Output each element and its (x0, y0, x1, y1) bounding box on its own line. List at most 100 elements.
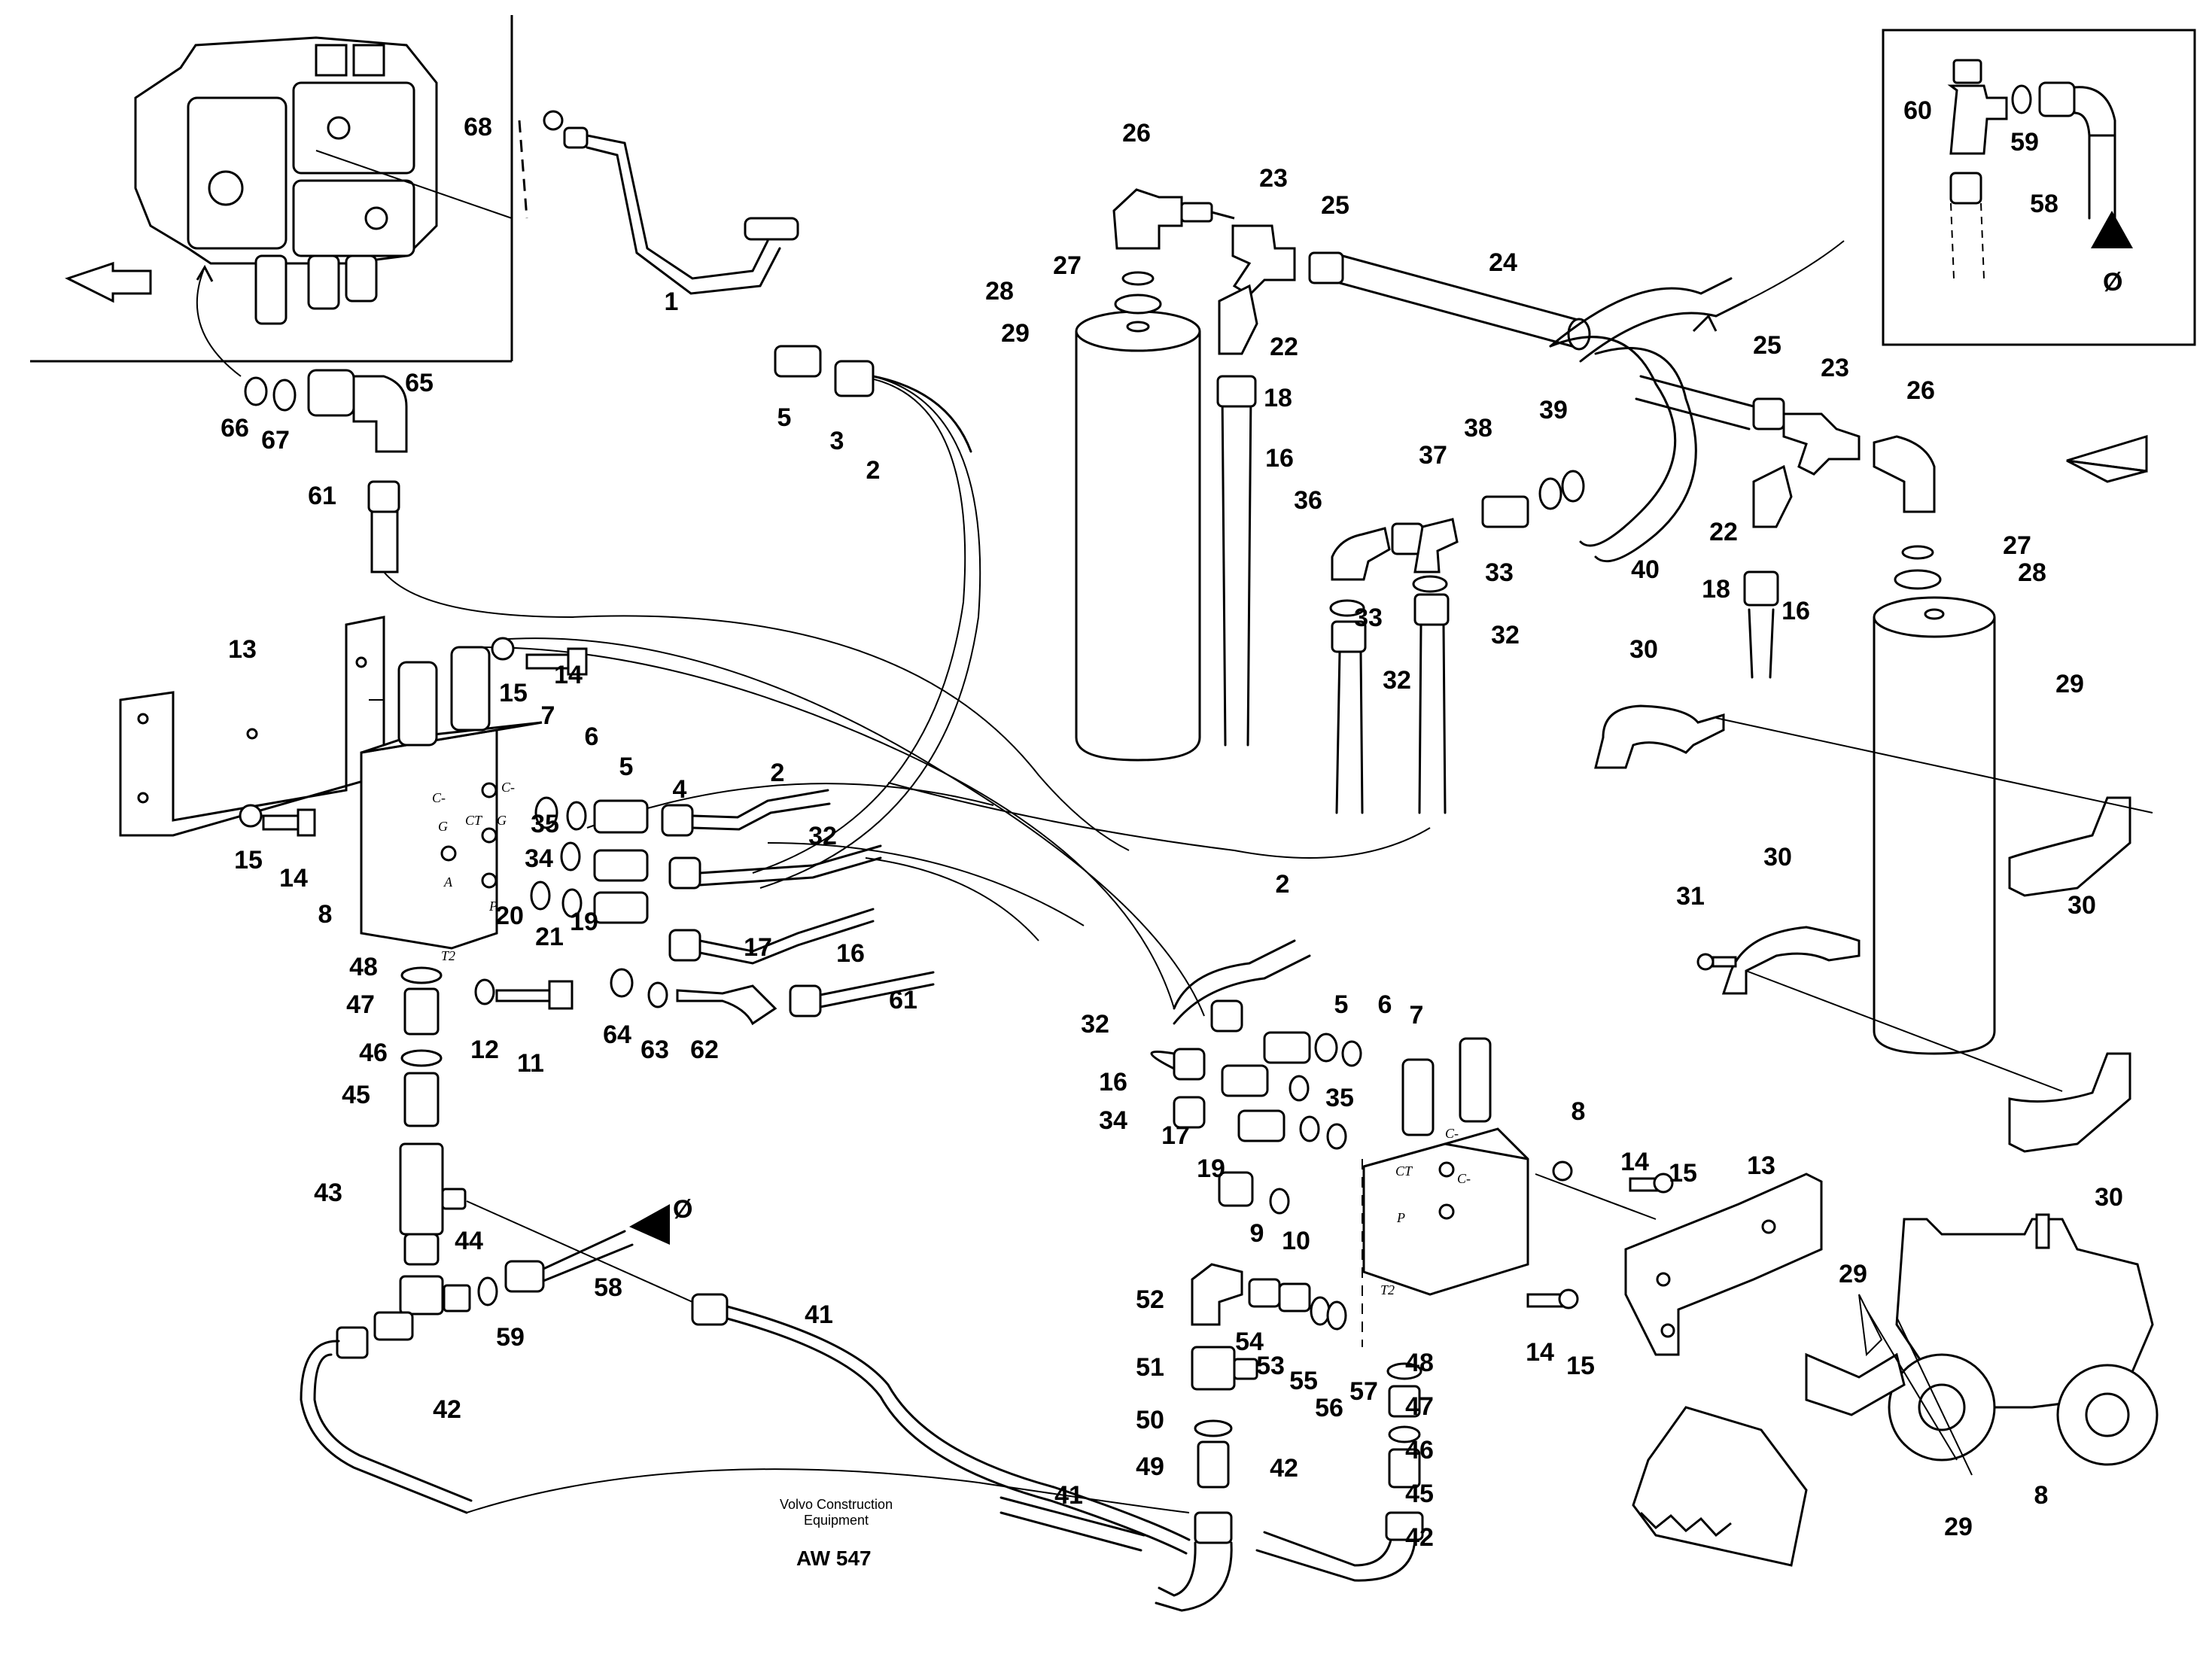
callout-44: 44 (455, 1227, 483, 1255)
leader-arrow (196, 270, 242, 377)
callout-17: 17 (744, 933, 772, 962)
callout-14: 14 (1620, 1148, 1649, 1176)
bolts-14-15-left (239, 637, 588, 837)
callout-15: 15 (234, 846, 263, 874)
callout-52: 52 (1136, 1285, 1164, 1314)
callout-18: 18 (1264, 384, 1292, 412)
callout-38: 38 (1464, 414, 1492, 443)
pipe-1 (518, 110, 799, 295)
callout-32: 32 (1081, 1010, 1109, 1039)
caption-maker-line2: Equipment (804, 1513, 869, 1528)
callout-26: 26 (1906, 376, 1935, 405)
control-valve (134, 36, 513, 325)
clamps-30 (1594, 704, 2153, 1153)
callout-46: 46 (1405, 1436, 1434, 1465)
callout-25: 25 (1321, 191, 1349, 220)
callout-16: 16 (836, 939, 865, 968)
callout-47: 47 (346, 990, 375, 1019)
callout-15: 15 (499, 679, 528, 707)
hoses-main (383, 376, 1431, 1017)
callout-28: 28 (985, 277, 1014, 306)
callout-59: 59 (496, 1323, 525, 1352)
hose-40 (1549, 240, 1845, 563)
callout-1: 1 (665, 287, 679, 316)
callout-65: 65 (405, 369, 434, 397)
callout-42: 42 (433, 1395, 461, 1424)
callout-68: 68 (464, 113, 492, 141)
callout-37: 37 (1419, 441, 1447, 470)
bracket-13-left (119, 616, 385, 837)
callout-61: 61 (889, 986, 917, 1014)
callout-18: 18 (1702, 575, 1730, 604)
callout-5: 5 (1334, 990, 1349, 1019)
callout-41: 41 (1054, 1481, 1083, 1510)
hose-lower-left (300, 1200, 1191, 1555)
port-label: T2 (1380, 1282, 1395, 1297)
callout-30: 30 (1763, 843, 1792, 871)
callout-61: 61 (308, 482, 336, 510)
callout-33: 33 (1485, 558, 1514, 587)
callout-20: 20 (495, 902, 524, 930)
fitting-stack-right (1000, 1263, 1424, 1612)
callout-49: 49 (1136, 1452, 1164, 1481)
callout-5: 5 (777, 403, 792, 432)
callout-21: 21 (535, 923, 564, 951)
callout-56: 56 (1315, 1394, 1343, 1422)
callout-58: 58 (2030, 190, 2058, 218)
elbow-65 (244, 369, 408, 573)
callout-15: 15 (1566, 1352, 1595, 1380)
callout-32: 32 (808, 822, 837, 850)
callout-26: 26 (1122, 119, 1151, 148)
callout-33: 33 (1354, 604, 1383, 632)
callout-45: 45 (342, 1081, 370, 1109)
tee-23-upper (1211, 211, 1591, 747)
caption-code: AW 547 (796, 1547, 872, 1570)
callout-14: 14 (1526, 1338, 1554, 1367)
port-label: C- (501, 780, 515, 795)
callout-67: 67 (261, 426, 290, 455)
diameter-symbol-left: Ø (673, 1195, 692, 1224)
callout-28: 28 (2018, 558, 2046, 587)
callout-4: 4 (673, 775, 687, 804)
callout-5: 5 (619, 753, 634, 781)
callout-13: 13 (1747, 1151, 1775, 1180)
valve-block-8-left (360, 646, 543, 950)
callout-8: 8 (318, 900, 333, 929)
diameter-arrow-left (629, 1204, 670, 1245)
bolts-14-15-right (1526, 1173, 1674, 1309)
callout-47: 47 (1405, 1392, 1434, 1421)
callout-42: 42 (1405, 1523, 1434, 1552)
callout-17: 17 (1161, 1121, 1190, 1150)
callout-27: 27 (2003, 531, 2031, 560)
callout-45: 45 (1405, 1480, 1434, 1508)
callout-24: 24 (1489, 248, 1517, 277)
valve-block-8-right (1362, 1037, 1573, 1347)
diameter-symbol-inset: Ø (2103, 268, 2122, 297)
callout-32: 32 (1383, 666, 1411, 695)
callout-64: 64 (603, 1020, 631, 1049)
callout-30: 30 (2067, 891, 2096, 920)
callout-60: 60 (1903, 96, 1932, 125)
port-label: P (488, 899, 497, 914)
callout-34: 34 (525, 844, 553, 873)
callout-22: 22 (1709, 518, 1738, 546)
callout-15: 15 (1669, 1159, 1697, 1188)
callout-58: 58 (594, 1273, 622, 1302)
port-label: C- (432, 790, 446, 805)
callout-7: 7 (1410, 1001, 1424, 1030)
port-label: CT (465, 813, 483, 828)
port-label: G (438, 819, 448, 834)
callout-59: 59 (2010, 128, 2039, 157)
callout-39: 39 (1539, 396, 1568, 424)
fitting-row-left (530, 789, 935, 1026)
callout-43: 43 (314, 1179, 342, 1207)
callout-29: 29 (2055, 670, 2084, 698)
caption-maker: Volvo Construction (780, 1497, 893, 1512)
bolt-11-12 (474, 978, 574, 1010)
callout-16: 16 (1265, 444, 1294, 473)
callout-16: 16 (1099, 1068, 1127, 1097)
loader-illustration (1632, 1213, 2159, 1567)
callout-14: 14 (279, 864, 308, 893)
leader-arrowhead (196, 264, 214, 282)
